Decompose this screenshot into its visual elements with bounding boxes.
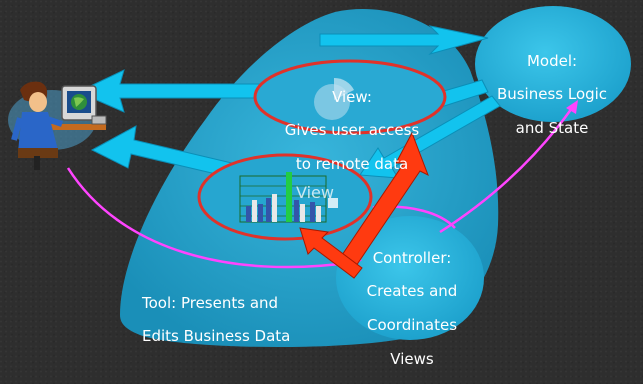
model-title: Model: <box>526 51 578 70</box>
top-view-title: View: <box>332 87 372 106</box>
magenta-line-controller-to-model <box>439 107 574 234</box>
top-view-ellipse <box>253 59 447 135</box>
controller-bubble <box>336 216 484 340</box>
model-bubble <box>475 6 631 122</box>
user-at-computer-icon <box>8 81 107 170</box>
bottom-view-label: View <box>296 183 334 202</box>
tool-label: Tool: Presents and Edits Business Data <box>142 278 342 362</box>
controller-title: Controller: <box>372 248 452 267</box>
bar-chart-icon <box>239 172 338 223</box>
tool-line2: Edits Business Data <box>142 327 291 346</box>
model-label: Model: Business Logic and State <box>482 36 622 154</box>
controller-line3: Views <box>390 349 434 368</box>
model-line2: and State <box>515 118 589 137</box>
controller-line1: Creates and <box>366 282 458 301</box>
mvc-diagram <box>8 6 631 348</box>
red-arrow-controller-to-bottom-view <box>299 227 363 279</box>
magenta-arrowhead-model <box>566 100 578 114</box>
controller-line2: Coordinates <box>366 315 458 334</box>
tool-line1: Tool: Presents and <box>142 293 279 312</box>
model-line1: Business Logic <box>496 85 608 104</box>
top-view-pie-circle-icon <box>314 84 350 120</box>
controller-label: Controller: Creates and Coordinates View… <box>346 233 478 384</box>
magenta-line-user-to-controller <box>66 167 356 269</box>
arrow-model-to-top-view <box>319 25 489 55</box>
top-view-label: View: Gives user access to remote data <box>262 72 442 190</box>
top-view-line1: Gives user access <box>284 121 420 140</box>
top-view-line2: to remote data <box>295 154 409 173</box>
